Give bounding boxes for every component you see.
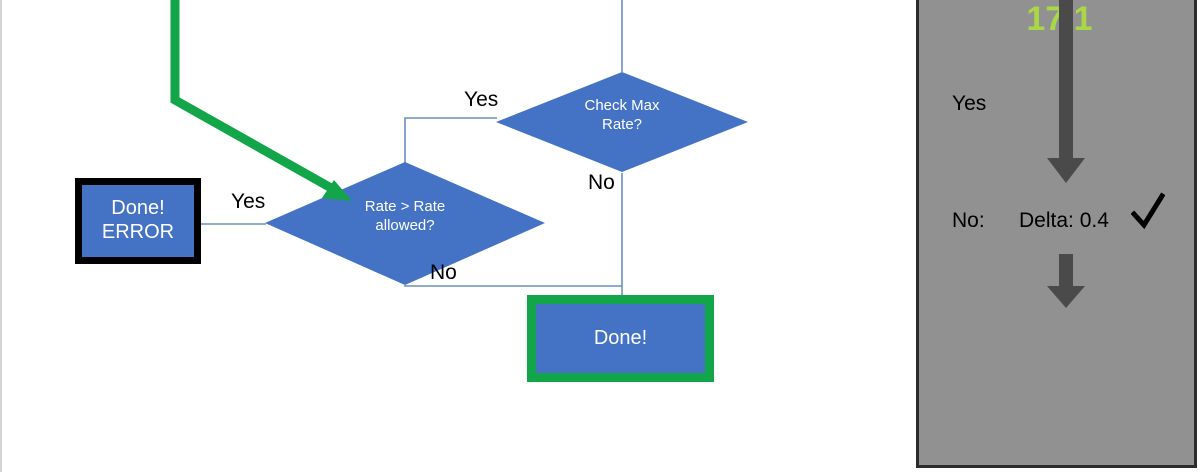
annotation-panel: Yes No: Delta: 0.4 17.1 bbox=[916, 0, 1197, 468]
edge-label-no-from-max-rate: No bbox=[588, 171, 615, 194]
node-done[interactable]: Done! bbox=[527, 295, 714, 382]
panel-no-label: No: bbox=[952, 209, 985, 232]
panel-yes-label: Yes bbox=[952, 92, 987, 115]
panel-delta-value: Delta: 0.4 bbox=[1019, 209, 1109, 232]
down-arrow-short bbox=[1047, 254, 1085, 308]
flow-connectors: up and right to Check Max Rate left vert… bbox=[201, 0, 623, 296]
decision-rate-greater-than-allowed[interactable] bbox=[265, 162, 545, 285]
connector-rate-to-maxrate bbox=[404, 117, 497, 163]
node-done-label: Done! bbox=[593, 326, 648, 349]
slide-left-edge bbox=[0, 0, 2, 472]
check-mark-icon bbox=[1131, 192, 1165, 230]
decision-check-max-rate[interactable] bbox=[496, 72, 748, 172]
node-done-error[interactable]: Done! ERROR bbox=[75, 178, 201, 264]
panel-arrows bbox=[1047, 0, 1085, 308]
node-done-error-label: Done! ERROR bbox=[101, 197, 175, 243]
edge-label-no-from-rate: No bbox=[430, 261, 457, 284]
edge-label-yes-to-max-rate: Yes bbox=[464, 88, 499, 111]
connector-no-from-rate bbox=[404, 285, 622, 287]
edge-label-yes-to-error: Yes bbox=[231, 190, 266, 213]
green-highlight-arrow bbox=[170, 0, 352, 201]
down-arrow-long bbox=[1047, 0, 1085, 183]
